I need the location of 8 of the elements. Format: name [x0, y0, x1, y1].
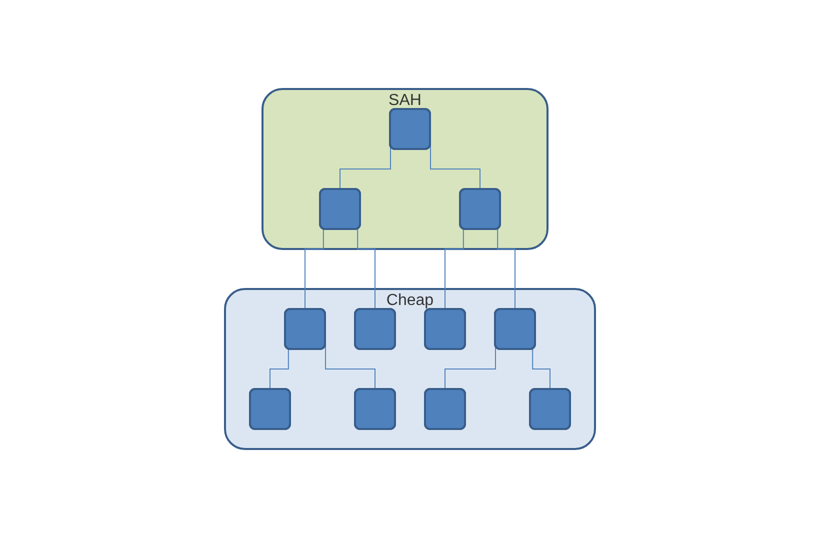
connector	[496, 228, 516, 310]
cluster: SAH	[261, 88, 548, 250]
connector	[304, 228, 324, 310]
connector	[444, 228, 464, 310]
cluster: Cheap	[224, 288, 596, 450]
connector	[269, 348, 288, 390]
connector	[356, 228, 376, 310]
connector	[532, 348, 550, 390]
